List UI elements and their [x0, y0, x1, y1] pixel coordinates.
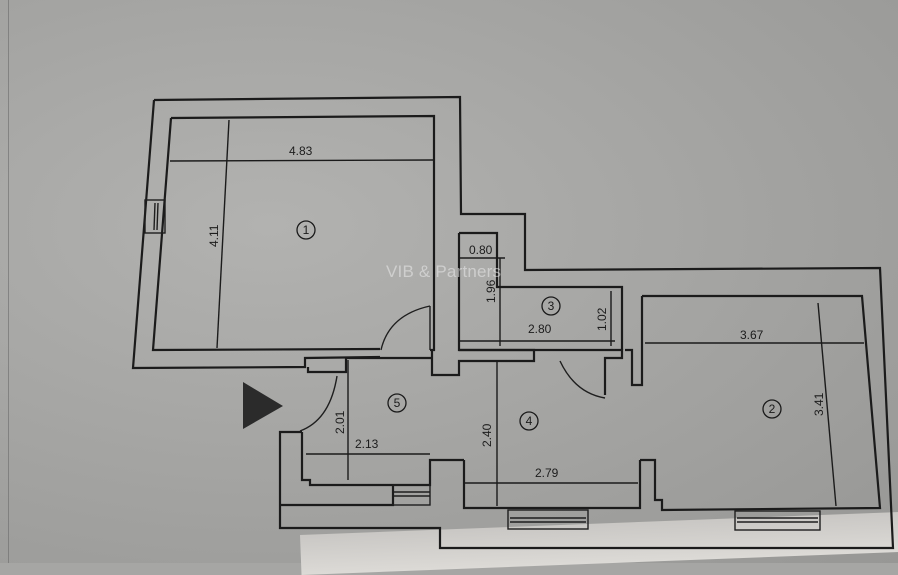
room-4-walls [462, 360, 642, 530]
closet-length-label: 1.96 [484, 279, 498, 303]
room-5-walls [280, 305, 464, 507]
room-5-number: 5 [394, 396, 401, 410]
paper-background [0, 0, 898, 563]
room-5-width-label: 2.13 [355, 437, 379, 451]
room-1-walls [131, 95, 895, 550]
room-1-width-label: 4.83 [289, 144, 313, 158]
closet-width-label: 0.80 [469, 243, 493, 257]
room-2-number: 2 [769, 402, 776, 416]
room-1-dimension-lines [169, 119, 434, 349]
room-4-width-label: 2.79 [535, 466, 559, 480]
entrance-arrow-icon [243, 382, 283, 429]
room-2-width-label: 3.67 [740, 328, 764, 342]
room-3-length-label: 1.02 [595, 307, 609, 331]
watermark: VIB & Partners [386, 262, 502, 281]
room-4-number: 4 [526, 414, 533, 428]
room-3-number: 3 [548, 299, 555, 313]
room-5-length-label: 2.01 [333, 410, 347, 434]
room-2-length-label: 3.41 [812, 392, 826, 416]
floor-plan: 1 2 3 4 5 4.83 4.11 3.67 3.41 2.80 1.02 … [131, 95, 895, 550]
room-number-markers [296, 220, 782, 431]
closet-walls [430, 231, 624, 399]
room-1-length-label: 4.11 [207, 224, 221, 247]
room-1-number: 1 [303, 223, 310, 237]
room-4-length-label: 2.40 [480, 423, 494, 447]
room-2-walls [625, 294, 882, 531]
paper-edge [8, 0, 9, 563]
room-3-width-label: 2.80 [528, 322, 552, 336]
